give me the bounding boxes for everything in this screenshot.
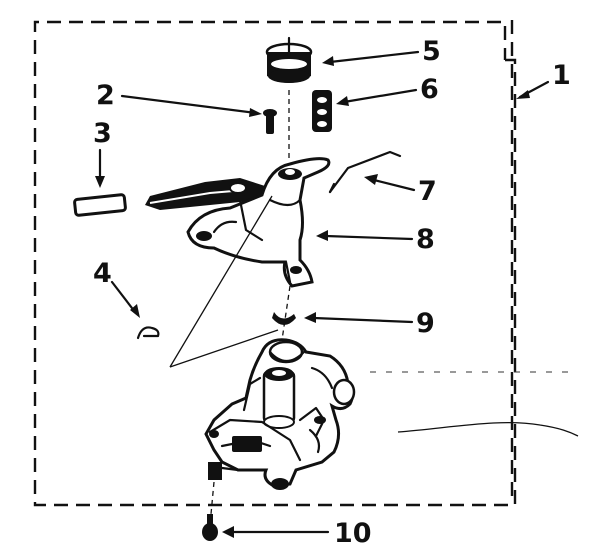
part-3-pin bbox=[73, 193, 127, 217]
part-5-pulley bbox=[265, 36, 313, 83]
callout-9: 9 bbox=[416, 308, 435, 339]
callout-10: 10 bbox=[334, 518, 372, 549]
callout-6: 6 bbox=[420, 74, 439, 105]
leader-arrows bbox=[95, 50, 550, 538]
callout-5: 5 bbox=[422, 36, 441, 67]
part-4-clip bbox=[136, 326, 160, 340]
part-8-bracket bbox=[145, 157, 331, 288]
alignment-line-left bbox=[169, 195, 273, 368]
assembly-axis-bolt bbox=[210, 481, 215, 515]
assembly-boundary bbox=[33, 20, 517, 507]
callout-4: 4 bbox=[93, 258, 112, 289]
scan-artifact-curve bbox=[397, 421, 579, 437]
assembly-axis-mid bbox=[281, 285, 291, 341]
part-7-spring bbox=[328, 150, 402, 194]
callout-8: 8 bbox=[416, 224, 435, 255]
callout-7: 7 bbox=[418, 176, 437, 207]
part-6-spacer bbox=[312, 90, 332, 132]
alignment-line-right bbox=[169, 329, 279, 368]
part-10-bolt bbox=[202, 514, 218, 541]
callout-1: 1 bbox=[552, 60, 571, 91]
gearcase-assembly bbox=[204, 338, 356, 490]
part-2-screw bbox=[263, 109, 277, 134]
callout-3: 3 bbox=[93, 118, 112, 149]
part-9-retainer bbox=[272, 312, 296, 325]
callout-2: 2 bbox=[96, 80, 115, 111]
